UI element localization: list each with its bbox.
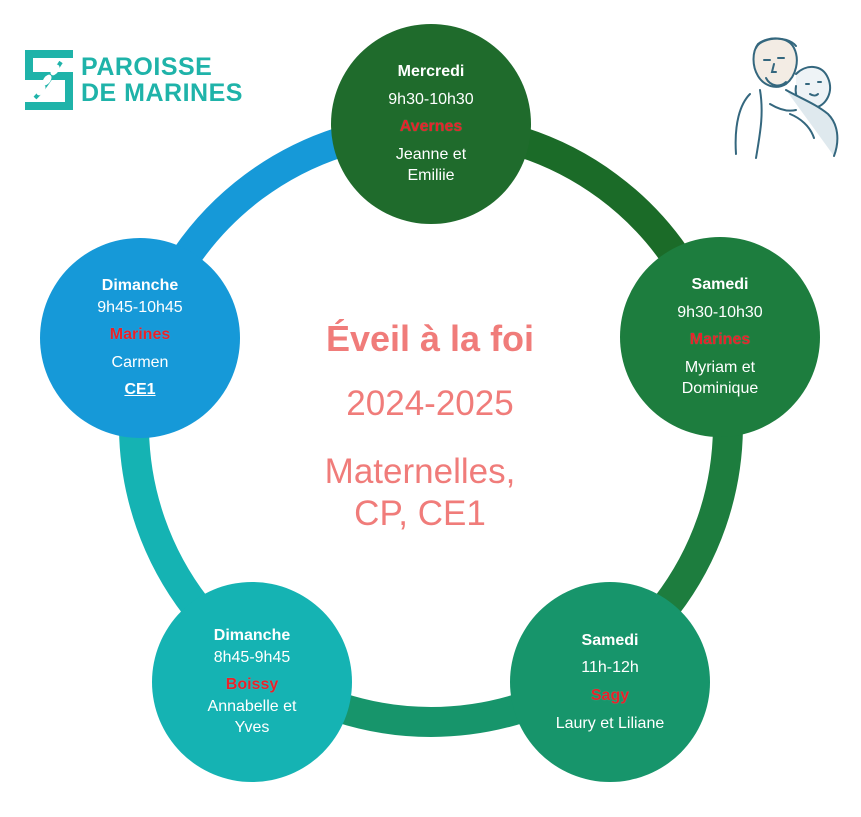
session-leaders-line-1: Carmen [111,353,169,371]
session-leaders-line-1: Myriam et [684,358,756,376]
session-wednesday: Mercredi 9h30-10h30 Avernes Jeanne et Em… [331,24,531,224]
session-time: 9h30-10h30 [677,303,763,321]
center-levels: Maternelles, CP, CE1 [260,451,580,535]
session-place: Marines [109,326,171,344]
session-place: Marines [689,331,751,349]
session-place: Boissy [225,676,279,694]
center-levels-line-2: CP, CE1 [354,494,486,533]
center-levels-line-1: Maternelles, [324,452,516,491]
session-time: 9h30-10h30 [388,90,474,108]
cross-wheat-logo-icon [25,50,73,110]
session-leaders-line-2: Dominique [681,380,759,398]
session-saturday-marines: Samedi 9h30-10h30 Marines Myriam et Domi… [620,237,820,437]
session-level: CE1 [124,381,156,399]
session-day: Samedi [691,276,749,294]
session-time: 8h45-9h45 [213,648,291,666]
session-day: Dimanche [101,277,179,295]
session-place: Avernes [399,118,463,136]
session-time: 11h-12h [581,659,639,677]
session-leaders-line-2: Yves [234,719,270,737]
center-title: Éveil à la foi [325,318,535,359]
session-day: Samedi [581,631,639,649]
session-day: Dimanche [213,627,291,645]
session-leaders-line-2: Emiliie [407,167,455,185]
jesus-with-child-illustration-icon [734,37,839,159]
session-leaders-line-1: Laury et Liliane [555,714,665,732]
logo-line-1: PAROISSE [81,52,213,81]
center-year: 2024-2025 [346,384,514,423]
session-place: Sagy [590,687,630,704]
session-sunday-boissy: Dimanche 8h45-9h45 Boissy Annabelle et Y… [152,582,352,782]
session-saturday-sagy: Samedi 11h-12h Sagy Laury et Liliane [510,582,710,782]
logo-line-2: DE MARINES [81,79,243,107]
session-leaders-line-1: Jeanne et [395,145,467,163]
session-time: 9h45-10h45 [97,298,183,316]
session-leaders-line-1: Annabelle et [207,697,297,715]
parish-logo: PAROISSE DE MARINES [25,50,243,110]
session-day: Mercredi [397,63,465,81]
session-sunday-marines: Dimanche 9h45-10h45 Marines Carmen CE1 [40,238,240,438]
